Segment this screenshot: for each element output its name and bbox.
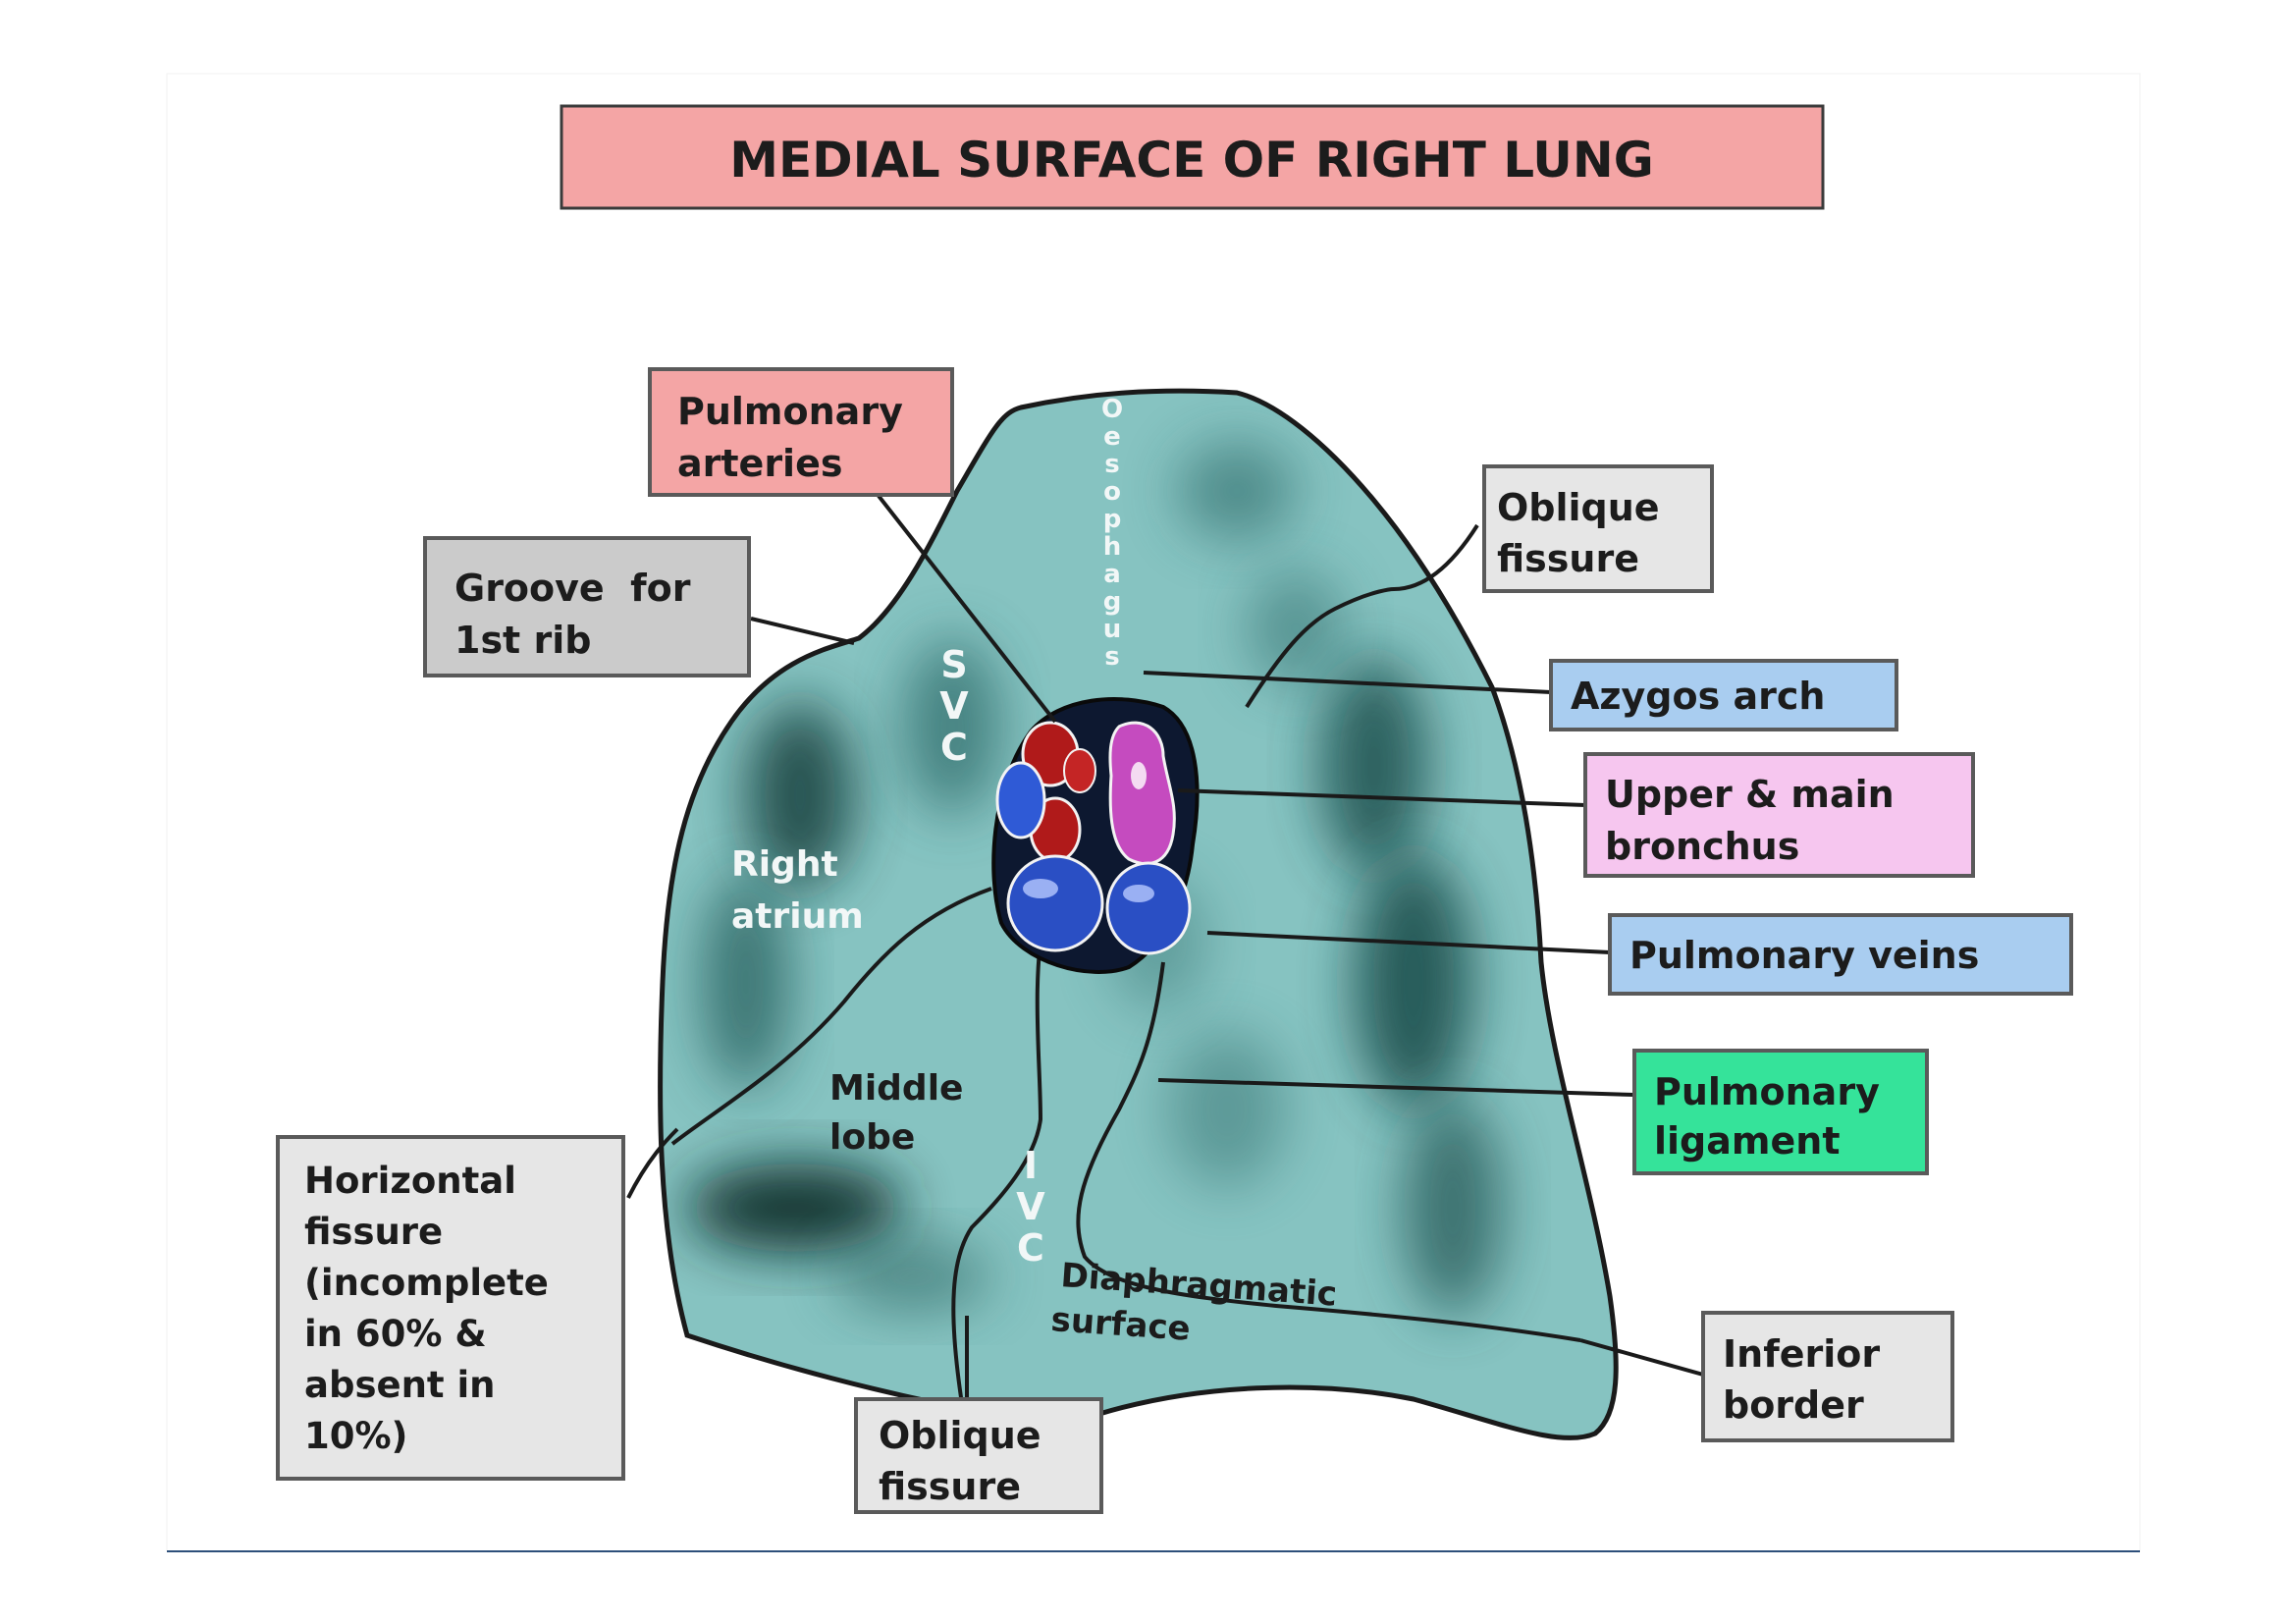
oblique-fissure-top-line1: Oblique <box>1497 486 1660 529</box>
right-atrium-label-line1: Right <box>731 844 838 885</box>
title-box <box>560 104 1825 210</box>
inferior-border-line1: Inferior <box>1723 1332 1880 1376</box>
diaphragmatic-surface-label-line2: surface <box>1049 1300 1192 1349</box>
leader-pulmonary-veins <box>1206 931 1611 954</box>
pulmonary-ligament-line2: ligament <box>1654 1119 1840 1163</box>
svg-text:p: p <box>1103 505 1122 534</box>
svg-text:g: g <box>1103 587 1122 617</box>
horizontal-fissure-line3: (incomplete <box>304 1262 549 1304</box>
vein-highlight-1 <box>1023 879 1058 898</box>
leader-azygos-arch <box>1143 671 1552 694</box>
label-groove-1st-rib: Groove for 1st rib <box>423 536 751 677</box>
page-title: MEDIAL SURFACE OF RIGHT LUNG <box>729 132 1654 189</box>
pulmonary-vein-lower-left <box>1006 854 1104 952</box>
leader-horizontal-fissure <box>626 1127 679 1199</box>
bronchus-shape <box>1108 721 1176 866</box>
svg-text:e: e <box>1103 422 1121 452</box>
horizontal-fissure-line <box>670 887 992 1146</box>
right-lung-illustration: O e s o p h a g u s S V C Right atrium M… <box>658 388 1619 1441</box>
svg-text:I: I <box>1024 1144 1038 1187</box>
oblique-fissure-bottom-line2: fissure <box>879 1465 1021 1508</box>
pulmonary-ligament-line <box>1076 961 1581 1342</box>
groove-1st-rib-line2: 1st rib <box>454 619 591 662</box>
middle-lobe-label-line1: Middle <box>829 1068 963 1109</box>
label-pulmonary-ligament: Pulmonary ligament <box>1632 1049 1929 1175</box>
svg-text:s: s <box>1104 642 1119 672</box>
pulmonary-vein-lower-right <box>1105 861 1192 955</box>
svg-text:C: C <box>940 726 968 769</box>
leader-pulmonary-arteries <box>877 494 1057 724</box>
ivc-label: I V C <box>1016 1144 1045 1270</box>
svc-label: S V C <box>939 643 969 769</box>
svg-text:a: a <box>1103 560 1121 589</box>
leader-upper-main-bronchus <box>1177 788 1586 807</box>
right-atrium-label-line2: atrium <box>731 896 864 937</box>
leader-pulmonary-ligament <box>1157 1078 1635 1097</box>
label-pulmonary-arteries: Pulmonary arteries <box>648 367 954 497</box>
pulmonary-arteries-line1: Pulmonary <box>677 390 903 433</box>
leader-oblique-fissure-top <box>1393 523 1479 591</box>
oblique-fissure-line <box>951 907 1047 1405</box>
hilum <box>991 697 1200 974</box>
oblique-fissure-top-line2: fissure <box>1497 537 1639 580</box>
oesophagus-label: O e s o p h a g u s <box>1101 395 1123 672</box>
label-azygos-arch: Azygos arch <box>1549 659 1898 731</box>
label-oblique-fissure-bottom: Oblique fissure <box>854 1397 1103 1514</box>
svg-text:V: V <box>939 684 969 728</box>
leader-inferior-border <box>1579 1338 1704 1377</box>
horizontal-fissure-line6: 10%) <box>304 1415 407 1457</box>
groove-1st-rib-line1: Groove for <box>454 567 691 610</box>
upper-main-bronchus-line1: Upper & main <box>1605 773 1895 816</box>
svg-text:u: u <box>1103 615 1122 644</box>
pulmonary-arteries-line2: arteries <box>677 442 842 485</box>
middle-lobe-label-line2: lobe <box>829 1117 915 1158</box>
label-upper-main-bronchus: Upper & main bronchus <box>1583 752 1975 878</box>
svg-text:S: S <box>940 643 967 686</box>
leader-groove-1st-rib <box>750 617 855 645</box>
horizontal-fissure-line4: in 60% & <box>304 1313 487 1355</box>
upper-oblique-line <box>1245 587 1395 709</box>
svg-text:o: o <box>1103 477 1121 507</box>
label-pulmonary-veins: Pulmonary veins <box>1608 913 2073 996</box>
azygos-arch-text: Azygos arch <box>1571 675 1825 718</box>
svg-text:h: h <box>1103 532 1122 562</box>
label-horizontal-fissure: Horizontal fissure (incomplete in 60% & … <box>276 1135 625 1481</box>
label-inferior-border: Inferior border <box>1701 1311 1954 1442</box>
leader-lines <box>626 494 1704 1399</box>
vein-highlight-2 <box>1123 885 1154 902</box>
svg-text:O: O <box>1101 395 1123 424</box>
svg-text:C: C <box>1017 1226 1044 1270</box>
horizontal-fissure-line1: Horizontal <box>304 1160 516 1202</box>
label-oblique-fissure-top: Oblique fissure <box>1482 464 1714 593</box>
lung-outline <box>658 388 1619 1441</box>
pulmonary-artery-small <box>1063 748 1096 793</box>
bronchus-highlight <box>1131 762 1147 789</box>
oblique-fissure-bottom-line1: Oblique <box>879 1414 1041 1457</box>
svg-text:s: s <box>1104 450 1119 479</box>
upper-main-bronchus-line2: bronchus <box>1605 825 1799 868</box>
pulmonary-veins-text: Pulmonary veins <box>1629 934 1979 977</box>
pulmonary-ligament-line1: Pulmonary <box>1654 1070 1880 1113</box>
horizontal-fissure-line2: fissure <box>304 1211 443 1253</box>
horizontal-fissure-line5: absent in <box>304 1364 496 1406</box>
inferior-border-line2: border <box>1723 1383 1864 1427</box>
pulmonary-vein-upper-left <box>995 761 1046 839</box>
svg-text:V: V <box>1016 1185 1045 1228</box>
